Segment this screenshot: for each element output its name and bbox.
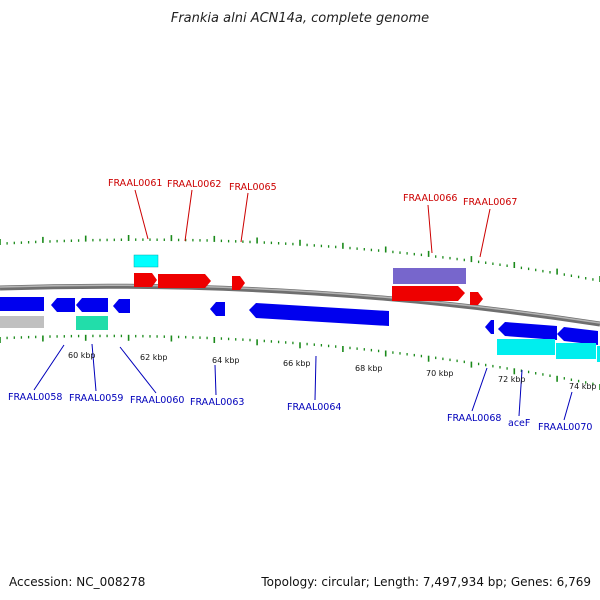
- gene-feature-aceF: [498, 322, 557, 340]
- connector-FRAAL0058: [33, 344, 65, 391]
- connector-FRAAL0063: [214, 364, 217, 396]
- gene-feature-FRAAL0058-lower: [0, 316, 44, 328]
- gene-label-FRAAL0059: FRAAL0059: [69, 393, 123, 404]
- gene-label-FRAAL0070: FRAAL0070: [538, 422, 592, 433]
- figure-title: Frankia alni ACN14a, complete genome: [170, 11, 430, 26]
- gene-label-FRAAL0066: FRAAL0066: [403, 193, 457, 204]
- gene-feature-FRAAL0061-upper: [133, 254, 159, 268]
- connector-FRAAL0064: [314, 355, 317, 401]
- gene-feature-aceF-lower: [497, 339, 555, 355]
- tick-label-70kbp: 70 kbp: [426, 369, 454, 378]
- tick-label-62kbp: 62 kbp: [140, 353, 168, 362]
- connector-FRAAL0070: [563, 391, 573, 421]
- gene-feature-FRAAL0059-lower: [76, 316, 108, 330]
- gene-feature-FRAAL0068: [485, 320, 494, 334]
- tick-label-66kbp: 66 kbp: [283, 359, 311, 368]
- connector-aceF: [518, 369, 523, 417]
- connector-FRAAL0061: [134, 189, 149, 240]
- connector-FRAAL0068: [471, 367, 488, 412]
- lower-tick-track: [0, 334, 600, 390]
- gene-feature-FRAAL0064: [249, 303, 389, 326]
- gene-label-FRAAL0063: FRAAL0063: [190, 397, 244, 408]
- gene-feature-FRAAL0066: [392, 286, 465, 301]
- tick-label-72kbp: 72 kbp: [498, 375, 526, 384]
- gene-label-FRAAL0068: FRAAL0068: [447, 413, 501, 424]
- connector-FRAAL0059: [91, 343, 97, 392]
- tick-label-74kbp: 74 kbp: [569, 382, 597, 391]
- gene-feature-FRAAL0066-upper: [393, 268, 466, 284]
- connector-FRAAL0066: [427, 204, 433, 254]
- connector-FRAL0065: [240, 192, 249, 243]
- gene-label-FRAAL0062: FRAAL0062: [167, 179, 221, 190]
- gene-label-aceF: aceF: [508, 418, 530, 429]
- gene-label-FRAAL0060: FRAAL0060: [130, 395, 184, 406]
- gene-feature-FRAAL0061: [134, 273, 157, 287]
- gene-label-FRAAL0058: FRAAL0058: [8, 392, 62, 403]
- genome-backbone: [0, 283, 600, 327]
- connector-FRAAL0062: [184, 189, 193, 242]
- connector-FRAAL0067: [479, 208, 491, 258]
- gene-label-connectors: [33, 189, 573, 421]
- tick-label-60kbp: 60 kbp: [68, 351, 96, 360]
- tick-label-68kbp: 68 kbp: [355, 364, 383, 373]
- gene-feature-FRAL0065: [232, 276, 245, 290]
- connector-FRAAL0060: [119, 346, 157, 394]
- gene-feature-FRAAL0070: [557, 327, 598, 345]
- gene-feature-FRAAL0062: [158, 274, 211, 288]
- accession-text: Accession: NC_008278: [9, 575, 146, 589]
- gene-feature-FRAAL0059: [51, 298, 75, 312]
- gene-feature-FRAAL0067: [470, 292, 483, 305]
- gene-feature-FRAAL0058: [0, 297, 44, 311]
- gene-feature-FRAAL0063: [210, 302, 225, 316]
- genome-summary-text: Topology: circular; Length: 7,497,934 bp…: [261, 575, 591, 589]
- gene-feature-FRAAL0060: [113, 299, 130, 313]
- gene-label-FRAAL0067: FRAAL0067: [463, 197, 517, 208]
- gene-label-FRAL0065: FRAL0065: [229, 182, 277, 193]
- tick-label-64kbp: 64 kbp: [212, 356, 240, 365]
- gene-label-FRAAL0061: FRAAL0061: [108, 178, 162, 189]
- genome-backbone-highlight: [0, 284, 600, 324]
- gene-label-FRAAL0064: FRAAL0064: [287, 402, 341, 413]
- upper-tick-track: [0, 235, 600, 282]
- gene-feature-FRAAL0059-b: [76, 298, 108, 312]
- gene-feature-FRAAL0070-lower-b: [597, 346, 600, 362]
- gene-feature-FRAAL0070-lower: [556, 343, 596, 359]
